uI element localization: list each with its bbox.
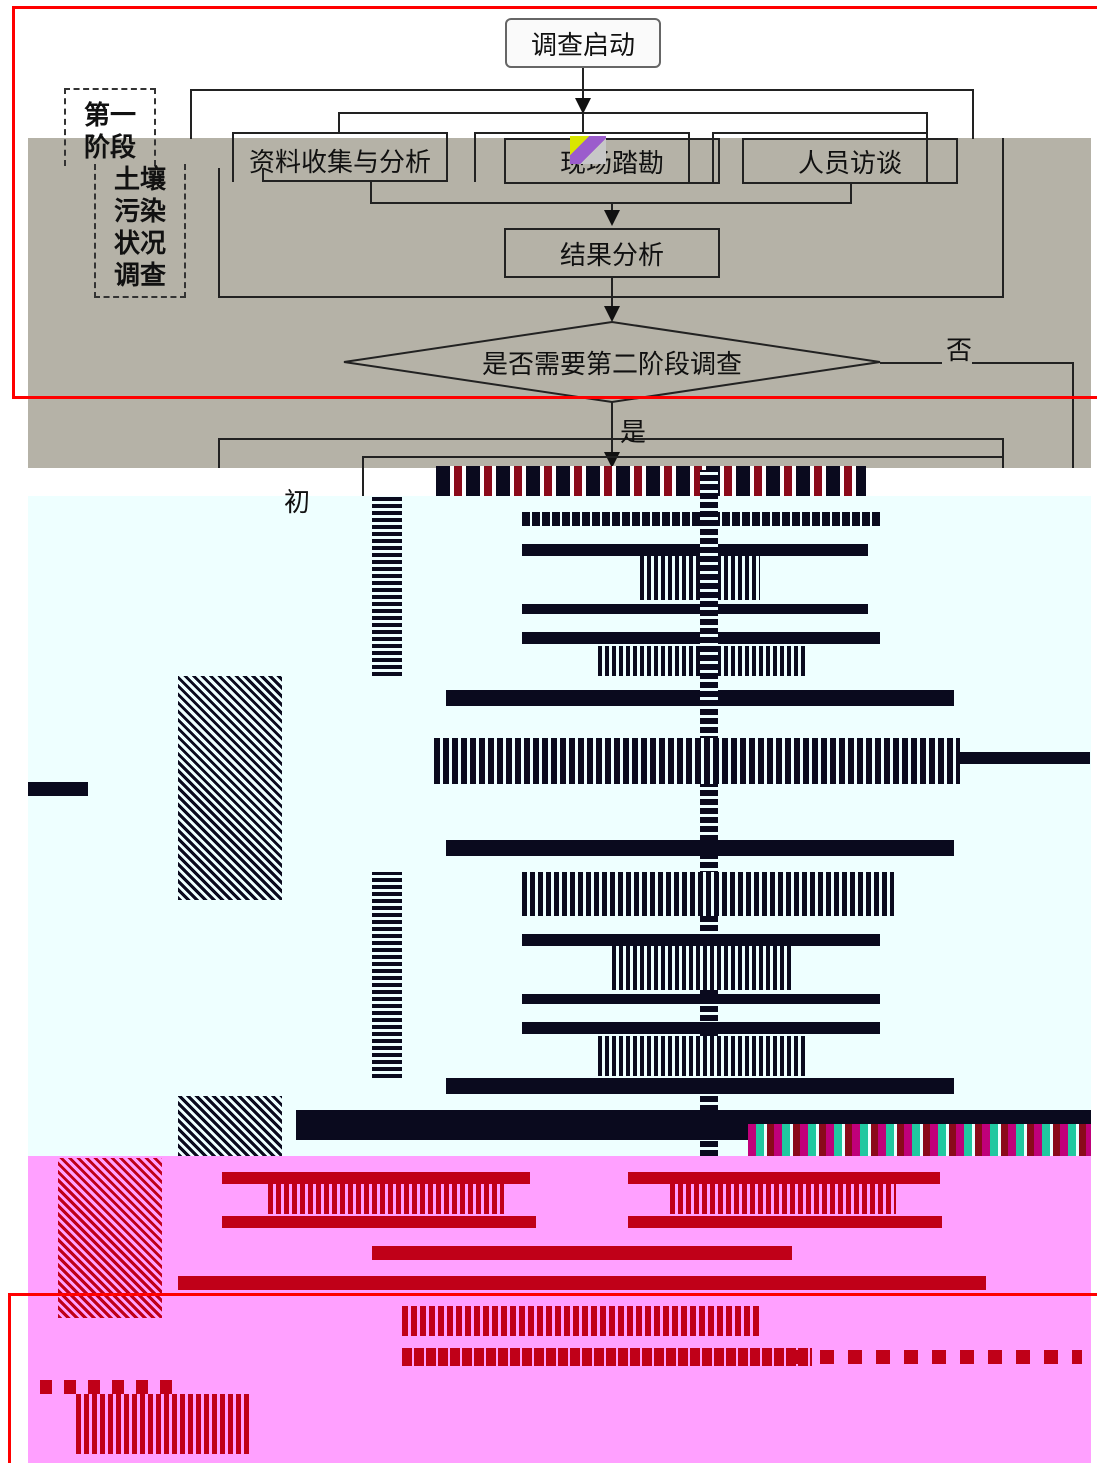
corrupt-block — [178, 676, 282, 900]
start-node: 调查启动 — [505, 18, 661, 68]
no-label: 否 — [946, 336, 973, 366]
corrupt-dashes — [40, 1380, 180, 1394]
corrupt-block — [268, 1184, 504, 1214]
stage1-box-left — [218, 168, 220, 298]
connector — [370, 182, 372, 204]
connector — [972, 362, 1074, 364]
connector — [880, 362, 942, 364]
connector — [362, 456, 364, 496]
interview-node-back — [712, 132, 928, 182]
connector — [582, 68, 584, 90]
site-survey-node — [474, 132, 690, 182]
corrupt-bar — [960, 752, 1090, 764]
corrupt-bar — [222, 1216, 536, 1228]
data-collection-node: 资料收集与分析 — [232, 132, 448, 182]
corrupt-dashes — [792, 1350, 1082, 1364]
connector — [582, 112, 584, 132]
connector — [611, 402, 613, 464]
branch-bar — [338, 112, 928, 114]
corrupt-bar — [522, 604, 868, 614]
stage1-label-bottom: 土壤 污染 状况 调查 — [94, 164, 186, 298]
highlight-box-top — [12, 6, 1097, 399]
corrupted-band-gray — [28, 138, 1091, 468]
result-analysis-node: 结果分析 — [504, 228, 720, 278]
corrupt-block — [178, 1096, 282, 1156]
corrupt-bar — [628, 1172, 940, 1184]
corrupt-bar — [628, 1216, 942, 1228]
stage1-label-line2: 阶段 — [83, 133, 136, 163]
corrupt-column — [372, 872, 402, 1078]
connector — [190, 89, 192, 139]
corrupt-bar — [522, 934, 880, 946]
connector — [262, 180, 448, 182]
interview-node: 人员访谈 — [742, 138, 958, 184]
stage1-label-line1: 第一 — [83, 101, 136, 131]
corrupt-bar — [402, 1348, 812, 1366]
decision-node — [343, 320, 881, 404]
corrupt-block — [58, 1158, 162, 1318]
start-node-label: 调查启动 — [530, 30, 635, 61]
corrupt-strip — [748, 1124, 1091, 1156]
connector — [262, 168, 264, 182]
stage2-box-top — [218, 438, 1004, 440]
connector — [850, 182, 852, 204]
connector — [338, 112, 340, 134]
corrupt-bar — [178, 1276, 986, 1290]
corrupt-block — [76, 1394, 252, 1454]
stage1-label-line3: 土壤 — [113, 165, 166, 195]
stage1-label-top: 第一 阶段 — [64, 88, 156, 166]
corrupt-bar — [372, 1246, 792, 1260]
corrupt-column — [372, 496, 402, 676]
corrupt-bar — [222, 1172, 530, 1184]
corrupt-block — [434, 738, 960, 784]
stage1-box-right — [1002, 138, 1004, 298]
yes-label: 是 — [620, 418, 647, 448]
stage1-label-line4: 污染 — [113, 197, 166, 227]
stage2-partial-label: 初 — [284, 488, 311, 518]
stage1-label-line5: 状况 — [113, 229, 166, 259]
corrupt-bar — [446, 840, 954, 856]
connector — [218, 438, 220, 468]
connector — [611, 278, 613, 308]
corrupt-bar — [522, 994, 880, 1004]
no-branch-line — [1072, 362, 1074, 468]
decision-label: 是否需要第二阶段调查 — [481, 350, 742, 380]
corrupt-patch — [570, 136, 606, 164]
corrupt-block — [402, 1306, 762, 1336]
arrow-down — [604, 210, 620, 226]
highlight-box-bottom — [8, 1293, 1097, 1463]
interview-label: 人员访谈 — [797, 148, 902, 179]
connector — [611, 202, 613, 216]
arrow-down — [604, 306, 620, 322]
corrupt-bar — [522, 544, 868, 556]
data-collection-label: 资料收集与分析 — [248, 148, 431, 178]
corrupt-bar — [522, 1022, 880, 1034]
stage1-label-line6: 调查 — [113, 261, 166, 291]
corrupt-bar — [28, 782, 88, 796]
connector — [972, 89, 974, 139]
corrupt-block — [598, 1036, 806, 1076]
connector — [926, 112, 928, 134]
stage2-inner-top — [362, 456, 1002, 458]
corrupt-block — [522, 872, 894, 916]
corrupt-strip — [436, 466, 866, 496]
result-analysis-label: 结果分析 — [559, 240, 664, 271]
corrupt-block — [612, 946, 792, 990]
connector — [1002, 438, 1004, 468]
arrow-down — [575, 98, 591, 114]
corrupt-bar — [446, 1078, 954, 1094]
corrupt-block — [670, 1184, 896, 1214]
